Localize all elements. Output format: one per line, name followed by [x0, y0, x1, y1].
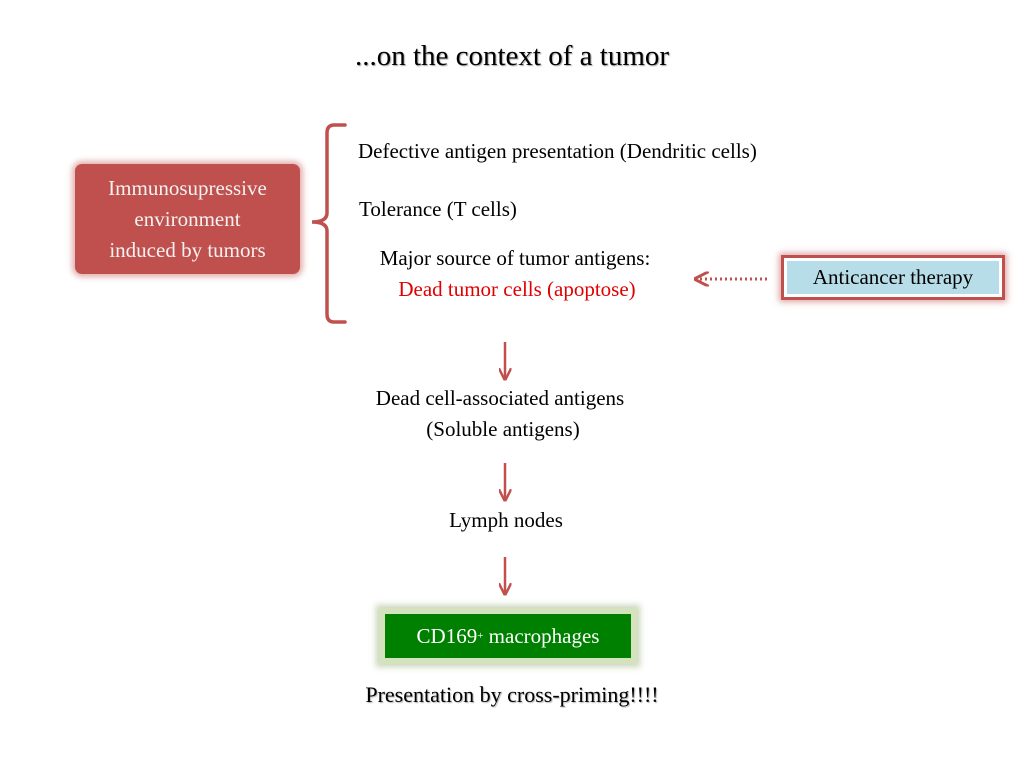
macrophage-suffix: macrophages	[483, 623, 600, 648]
dead-tumor-cells: Dead tumor cells (apoptose)	[398, 277, 636, 301]
anticancer-therapy-label: Anticancer therapy	[787, 261, 999, 294]
dead-cell-antigens-line-1: Dead cell-associated antigens	[375, 386, 625, 410]
cd169-macrophages-box: CD169+ macrophages	[379, 608, 637, 664]
source-box-line-1: Immunosupressive	[108, 175, 267, 200]
cd169-macrophages-label: CD169+ macrophages	[385, 614, 631, 658]
defective-antigen-presentation: Defective antigen presentation (Dendriti…	[358, 139, 757, 163]
macrophage-superscript: +	[477, 630, 484, 642]
brace-bracket	[311, 123, 347, 324]
slide-title: ...on the context of a tumor	[354, 40, 670, 72]
anticancer-therapy-box: Anticancer therapy	[781, 255, 1005, 300]
macrophage-marker: CD169	[416, 623, 478, 648]
immunosuppressive-environment-box: Immunosupressive environment induced by …	[75, 164, 300, 274]
dead-cell-antigens-line-2: (Soluble antigens)	[426, 417, 580, 441]
lymph-nodes: Lymph nodes	[449, 508, 563, 532]
tolerance-t-cells: Tolerance (T cells)	[359, 197, 517, 221]
major-source-line-1: Major source of tumor antigens:	[379, 246, 651, 270]
source-box-line-3: induced by tumors	[109, 237, 266, 262]
cross-priming-footer: Presentation by cross-priming!!!!	[365, 682, 659, 707]
source-box-line-2: environment	[134, 206, 241, 231]
